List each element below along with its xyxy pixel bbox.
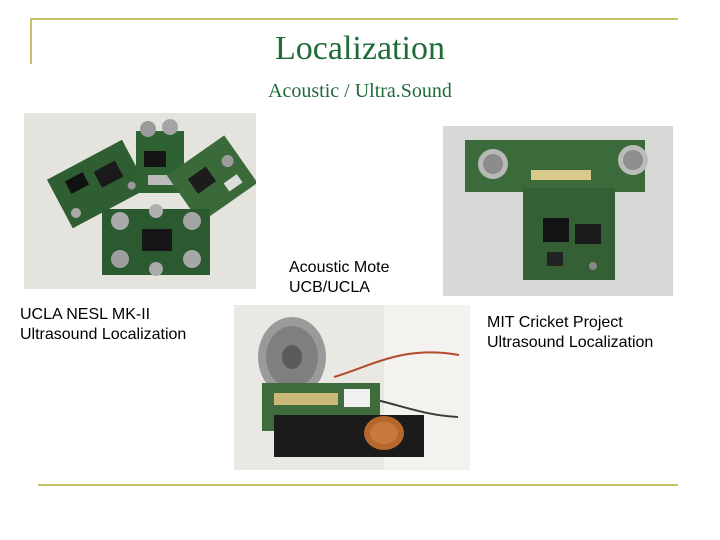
ucla-caption: UCLA NESL MK-II Ultrasound Localization xyxy=(20,305,186,345)
acoustic-mote-caption: Acoustic Mote UCB/UCLA xyxy=(289,258,389,298)
ucla-mkii-photo xyxy=(24,113,256,289)
caption-line: Ultrasound Localization xyxy=(487,334,654,351)
caption-line: UCB/UCLA xyxy=(289,279,370,296)
bottom-rule xyxy=(38,484,678,486)
caption-line: Ultrasound Localization xyxy=(20,326,187,343)
acoustic-mote-photo xyxy=(234,305,470,470)
caption-line: Acoustic Mote xyxy=(289,259,390,276)
caption-line: UCLA NESL MK-II xyxy=(20,306,151,323)
top-rule xyxy=(30,18,678,20)
caption-line: MIT Cricket Project xyxy=(487,314,623,331)
mit-caption: MIT Cricket Project Ultrasound Localizat… xyxy=(487,313,653,353)
slide-subtitle: Acoustic / Ultra.Sound xyxy=(268,80,452,102)
mit-cricket-photo xyxy=(443,126,673,296)
left-rule xyxy=(30,18,32,64)
slide-title: Localization xyxy=(275,30,445,67)
